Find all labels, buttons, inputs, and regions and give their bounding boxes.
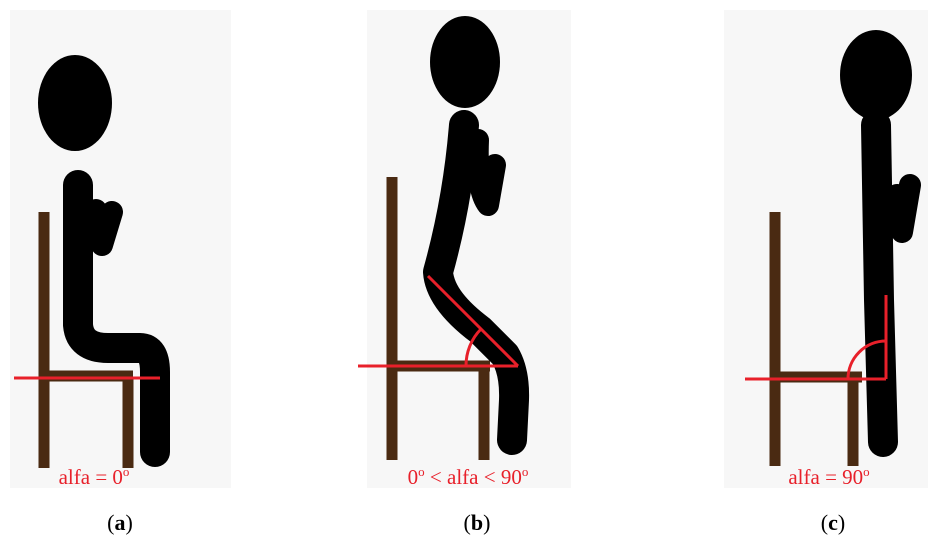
person-b-head [430, 16, 500, 108]
angle-b-thigh-line [428, 276, 518, 366]
person-a [38, 55, 155, 452]
chair-c [771, 212, 862, 466]
person-c-body-legs [876, 125, 883, 442]
person-a-head [38, 55, 112, 151]
caption-a: (a) [107, 512, 133, 534]
person-b-arm [478, 140, 495, 205]
panel-c-figure [745, 30, 912, 466]
panel-a-figure [14, 55, 160, 468]
panel-b-figure [358, 16, 518, 460]
angle-label-c: alfa = 90o [788, 465, 869, 488]
angle-label-b: 0o < alfa < 90o [408, 465, 529, 488]
person-a-arm [96, 210, 112, 245]
caption-b: (b) [464, 512, 491, 534]
angle-label-a: alfa = 0o [59, 465, 130, 488]
person-c-head [840, 30, 912, 120]
caption-c: (c) [821, 512, 845, 534]
person-b [430, 16, 514, 440]
person-c-arm [897, 185, 910, 232]
